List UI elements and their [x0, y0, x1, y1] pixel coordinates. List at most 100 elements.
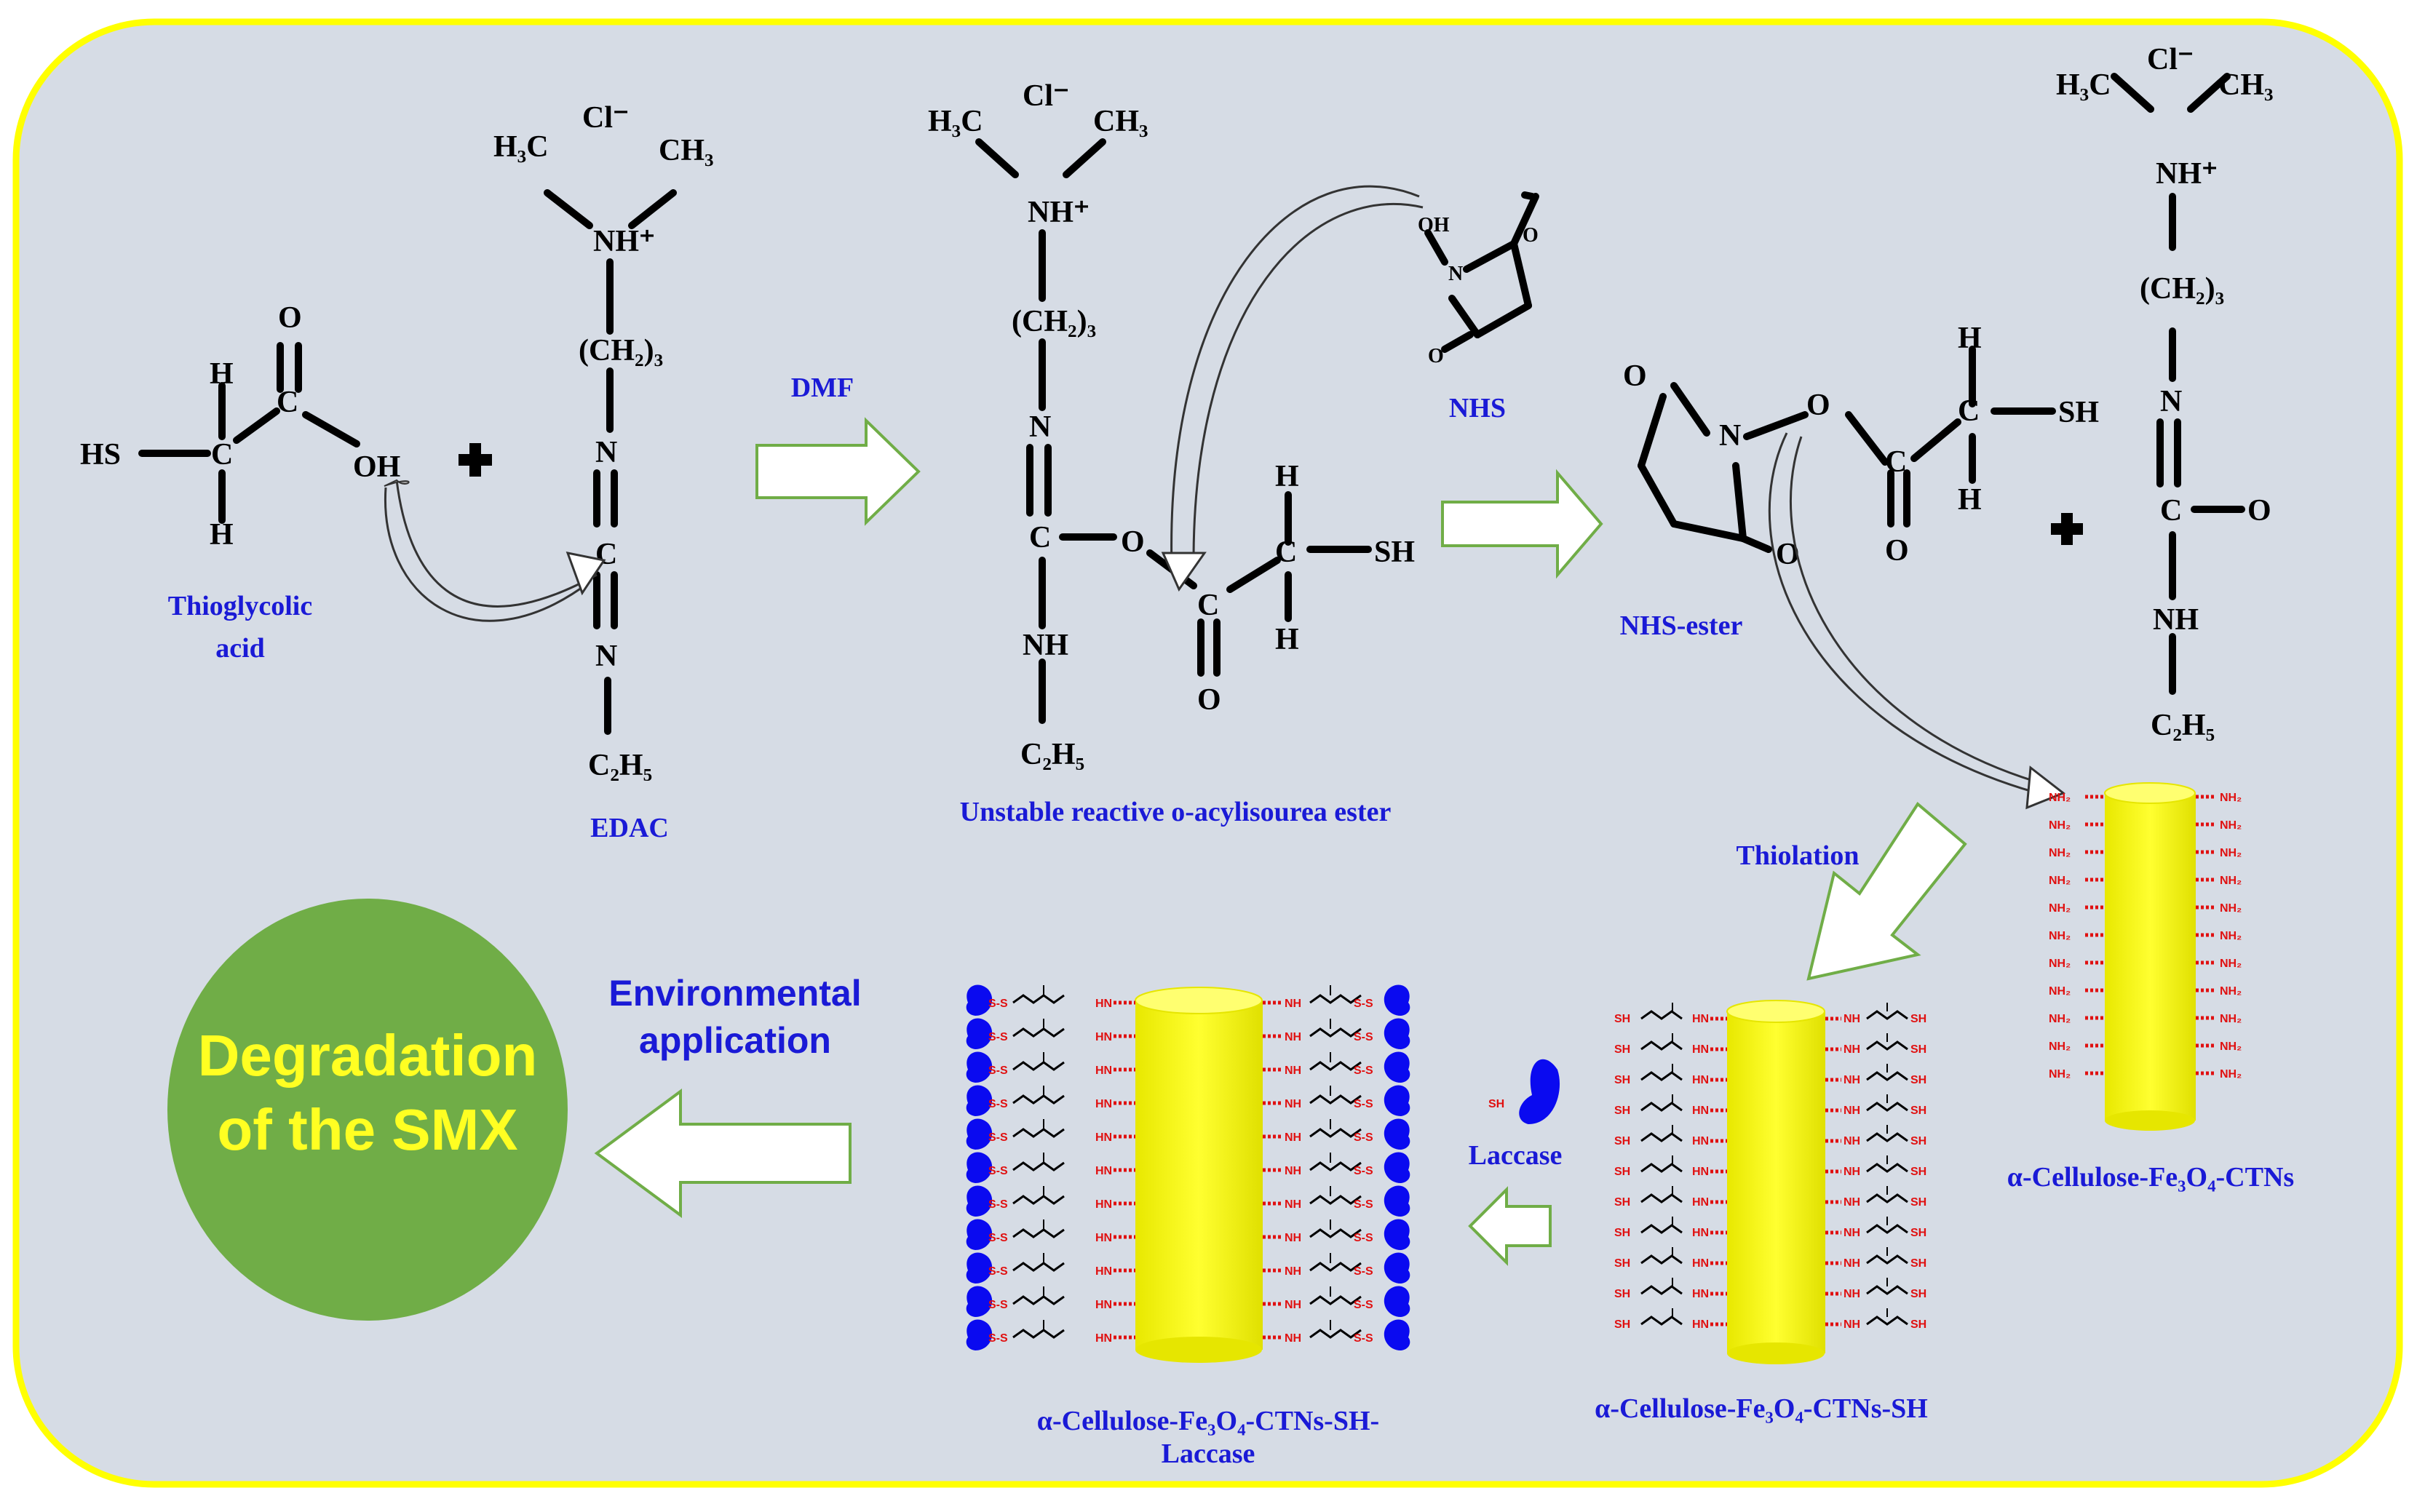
atom-h: H [1958, 322, 1982, 355]
linker-chain [1309, 994, 1362, 1004]
hn-label: HN [1692, 1105, 1709, 1117]
atom-sh: SH [2058, 396, 2099, 429]
hn-label: HN [1095, 998, 1112, 1010]
linker-chain [1012, 1128, 1065, 1138]
degradation-circle [167, 899, 568, 1321]
label-cellulose: α-Cellulose-Fe₃O₄-CTNs [2007, 1162, 2294, 1193]
linker-chain [1309, 1295, 1362, 1305]
disulfide-label: S-S [988, 1299, 1008, 1311]
thiol-chain [1640, 1163, 1683, 1173]
nh-label: NH [1843, 1013, 1860, 1025]
plus-icons [459, 443, 2083, 545]
hn-label: HN [1692, 1043, 1709, 1056]
nh-label: NH [1843, 1074, 1860, 1086]
atom-h: H [1275, 623, 1299, 656]
thiol-label: SH [1910, 1166, 1926, 1178]
laccase-blob-icon [1384, 1152, 1410, 1183]
hn-label: HN [1692, 1227, 1709, 1239]
linker-chain [1012, 1027, 1065, 1038]
thiol-chain [1866, 1224, 1908, 1234]
atom-n: N [1719, 419, 1741, 453]
thiol-chain [1640, 1041, 1683, 1051]
nh-label: NH [1285, 1098, 1301, 1110]
enzyme-sh: SH [1488, 1098, 1504, 1110]
disulfide-label: S-S [1354, 1065, 1373, 1077]
disulfide-label: S-S [1354, 1232, 1373, 1244]
atom-h: H [1275, 460, 1299, 493]
disulfide-label: S-S [988, 1198, 1008, 1211]
disulfide-label: S-S [1354, 1131, 1373, 1144]
amine-label: NH₂ [2220, 1041, 2242, 1053]
hn-label: HN [1692, 1257, 1709, 1270]
atom-h: H [210, 357, 234, 391]
atom-c2h5: C₂H₅ [588, 749, 652, 782]
thiol-label: SH [1614, 1013, 1630, 1025]
amine-label: NH₂ [2049, 1068, 2071, 1081]
thiol-chain [1640, 1010, 1683, 1020]
disulfide-label: S-S [1354, 1299, 1373, 1311]
thiol-label: SH [1614, 1074, 1630, 1086]
linker-chain [1012, 1228, 1065, 1238]
atom-nh-plus: NH⁺ [593, 225, 655, 258]
atom-oh: OH [1418, 214, 1450, 236]
amine-label: NH₂ [2049, 819, 2071, 832]
thiol-chain [1640, 1316, 1683, 1326]
thiol-label: SH [1910, 1227, 1926, 1239]
thiol-chain [1866, 1132, 1908, 1142]
atom-c: C [1197, 589, 1219, 622]
amine-label: NH₂ [2049, 902, 2071, 915]
disulfide-label: S-S [1354, 1332, 1373, 1345]
nh-label: NH [1285, 1031, 1301, 1043]
atom-o: O [1806, 389, 1830, 422]
hn-label: HN [1095, 1198, 1112, 1211]
disulfide-label: S-S [1354, 998, 1373, 1010]
thiol-label: SH [1614, 1043, 1630, 1056]
hn-label: HN [1095, 1131, 1112, 1144]
atom-c: C [1958, 394, 1980, 428]
atom-ch2-3: (CH₂)₃ [579, 334, 663, 367]
disulfide-label: S-S [1354, 1098, 1373, 1110]
thiol-chain [1640, 1285, 1683, 1295]
amine-label: NH₂ [2220, 958, 2242, 970]
linker-chain [1012, 1061, 1065, 1071]
atom-o: O [1121, 525, 1145, 559]
label-environmental: Environmental [608, 973, 861, 1014]
laccase-enzyme-icon [1519, 1059, 1560, 1124]
label-degradation: Degradation [198, 1023, 538, 1088]
amine-label: NH₂ [2220, 1068, 2242, 1081]
label-cellulose-laccase: α-Cellulose-Fe₃O₄-CTNs-SH- [1037, 1406, 1379, 1436]
application-arrow-icon [594, 1089, 852, 1218]
atom-c2h5: C₂H₅ [2151, 709, 2215, 742]
linker-chain [1309, 1027, 1362, 1038]
nh-label: NH [1285, 1198, 1301, 1211]
atom-nh-plus: NH⁺ [2156, 157, 2218, 191]
atom-n: N [1448, 263, 1463, 285]
atom-h3c: H₃C [493, 130, 549, 164]
disulfide-label: S-S [988, 1031, 1008, 1043]
laccase-blob-icon [1384, 1252, 1410, 1284]
hn-label: HN [1692, 1074, 1709, 1086]
thiol-label: SH [1910, 1288, 1926, 1300]
thiol-chain [1640, 1254, 1683, 1265]
label-smx: of the SMX [217, 1097, 517, 1162]
thiol-chain [1640, 1193, 1683, 1203]
laccase-blob-icon [1384, 1051, 1410, 1083]
linker-chain [1012, 1094, 1065, 1105]
thiol-chain [1866, 1071, 1908, 1081]
thiol-label: SH [1910, 1043, 1926, 1056]
laccase-blob-icon [1384, 1185, 1410, 1217]
atom-cl: Cl⁻ [582, 101, 629, 135]
nh-label: NH [1843, 1135, 1860, 1147]
hn-label: HN [1095, 1299, 1112, 1311]
thiol-label: SH [1910, 1105, 1926, 1117]
hn-label: HN [1692, 1013, 1709, 1025]
thiolation-arrow-icon [1806, 802, 1967, 981]
curved-arrow-icon [1170, 185, 1420, 568]
bond-lines [138, 73, 2245, 735]
atom-n: N [1029, 410, 1051, 444]
disulfide-label: S-S [988, 1065, 1008, 1077]
arrow-body [384, 479, 410, 487]
